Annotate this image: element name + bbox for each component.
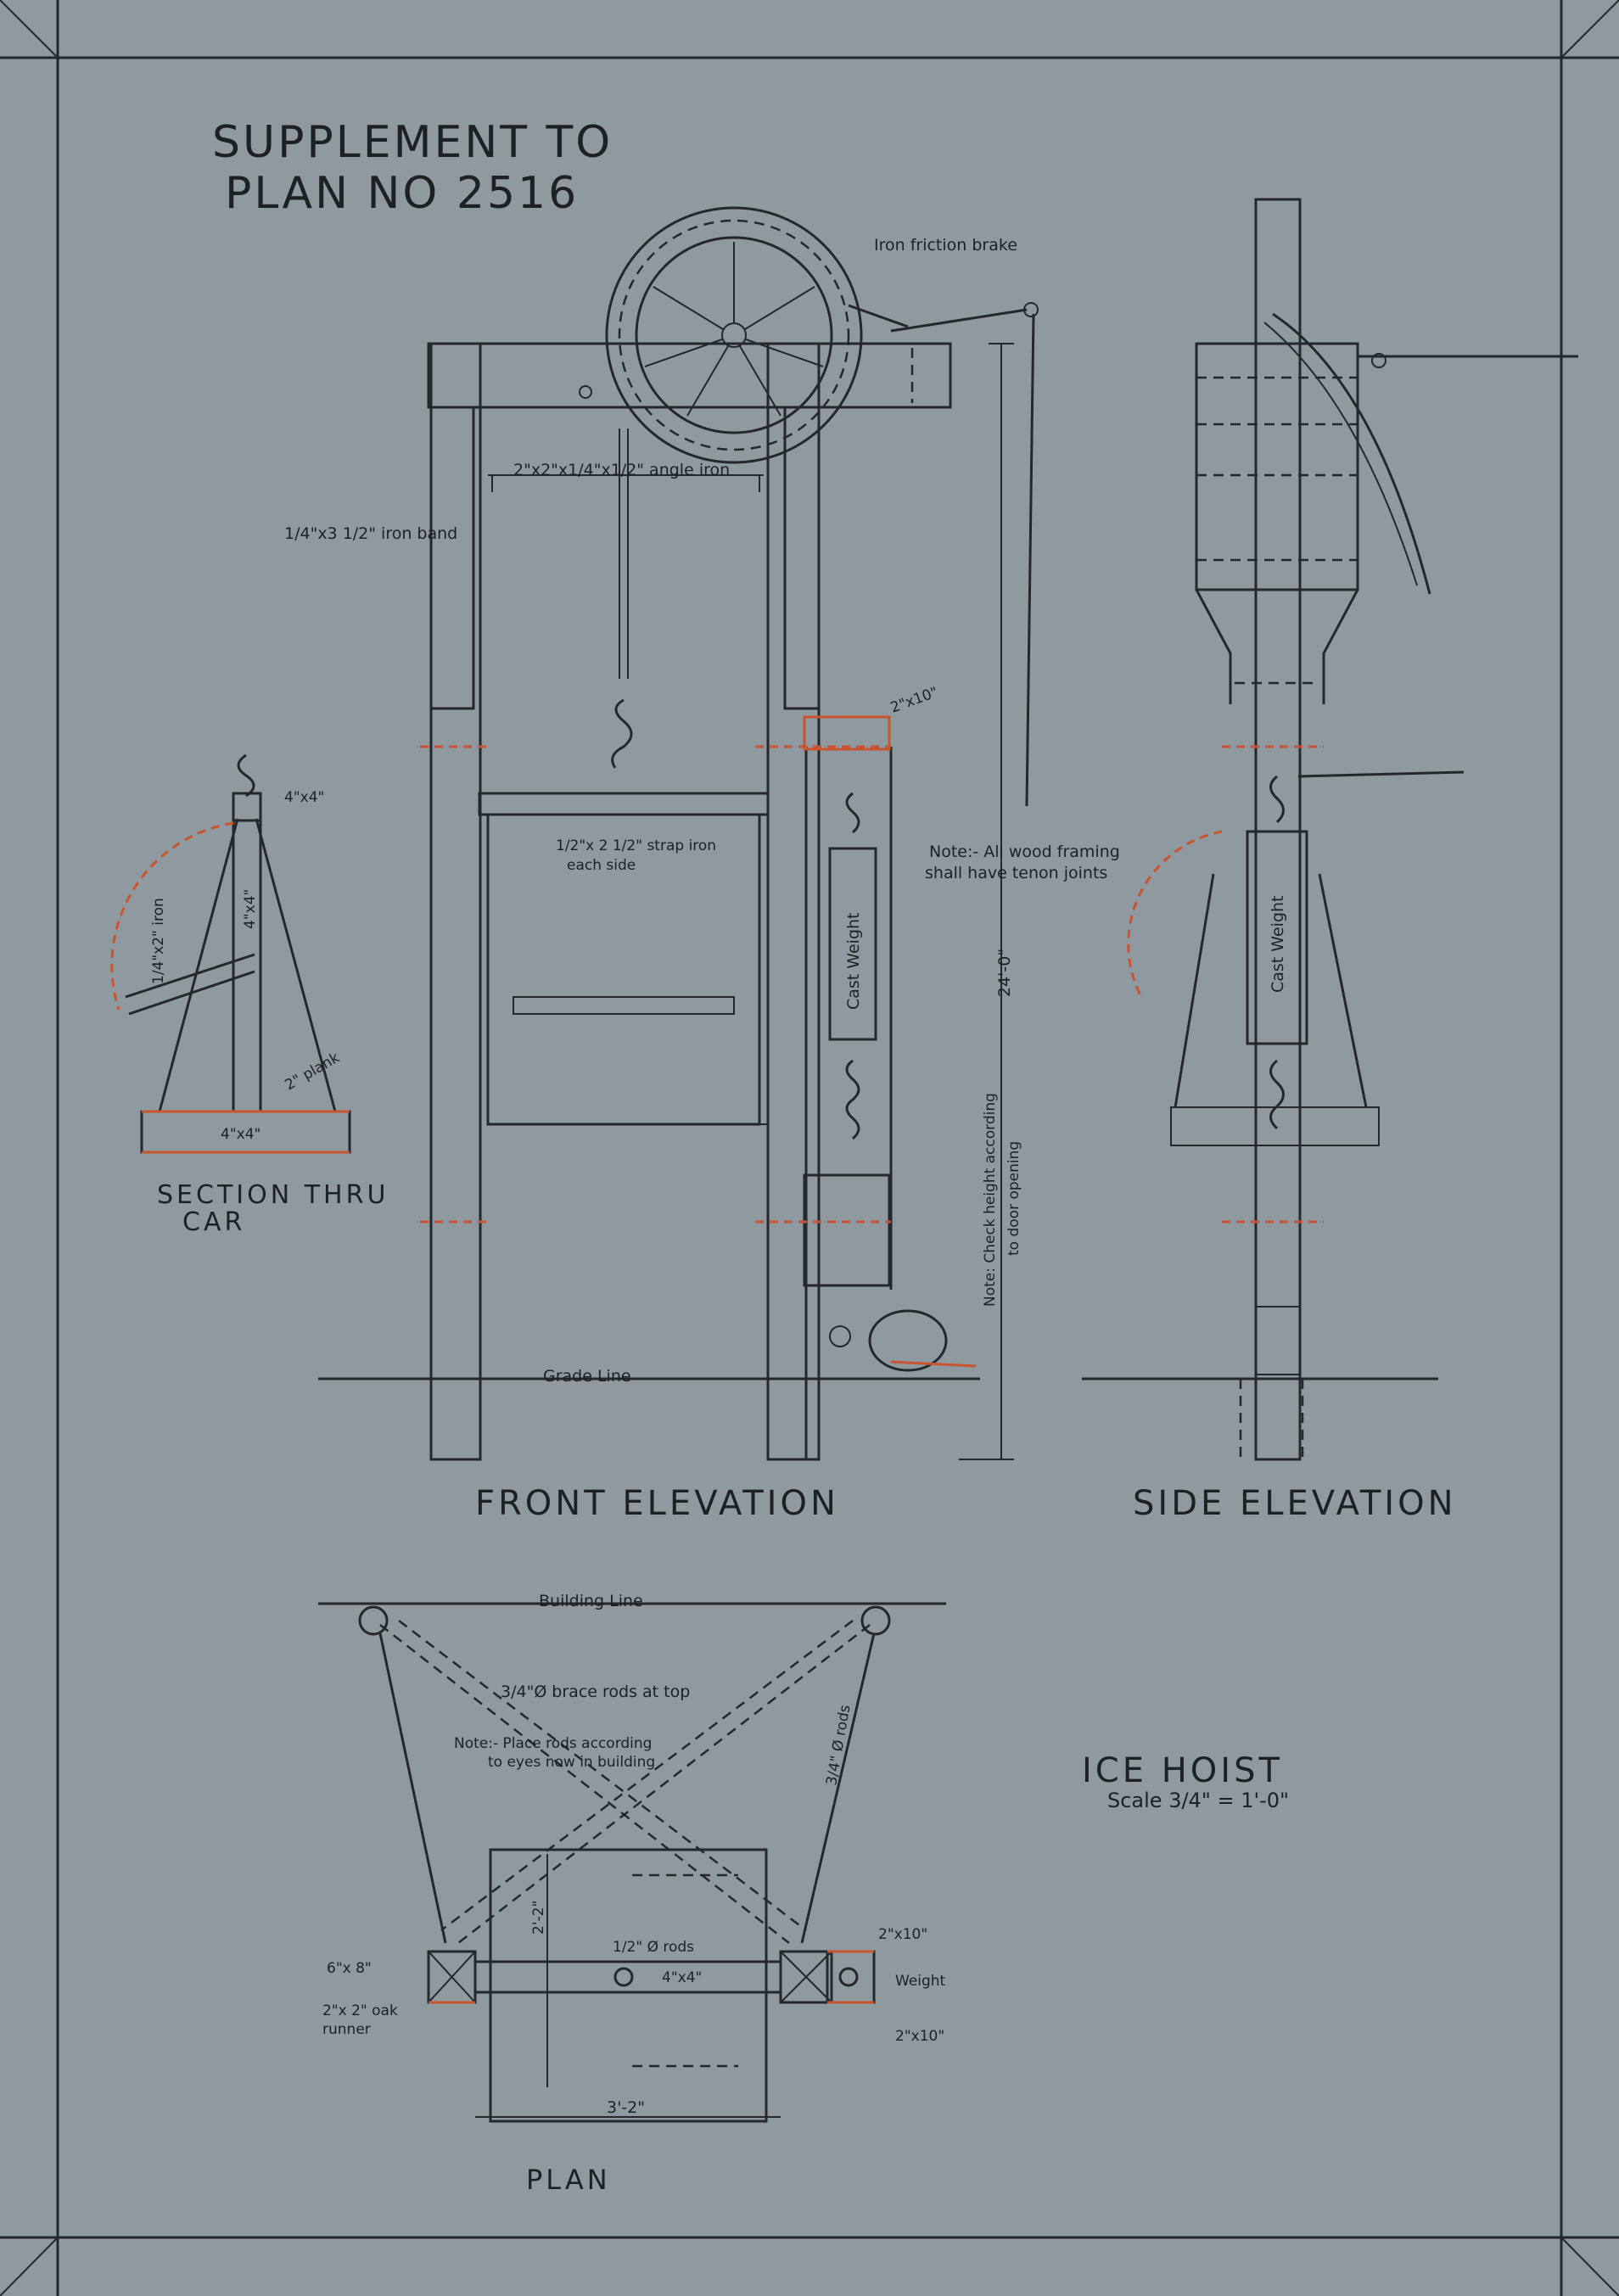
section-title-line-1: SECTION THRU <box>157 1180 389 1210</box>
plan-weight-label: Weight <box>895 1973 946 1990</box>
oak-runner-label-2: runner <box>322 2021 371 2038</box>
section-title-line-2: CAR <box>182 1207 245 1237</box>
check-height-note-line-2: to door opening <box>1006 1141 1022 1256</box>
title-line-1: SUPPLEMENT TO <box>212 117 613 168</box>
side-elevation-title: SIDE ELEVATION <box>1133 1484 1457 1523</box>
rods-12-label: 1/2" Ø rods <box>613 1939 694 1956</box>
height-dimension-label: 24'-0" <box>995 949 1014 997</box>
grade-line-label: Grade Line <box>543 1367 631 1386</box>
plan-title: PLAN <box>526 2164 611 2196</box>
front-elevation-drawing <box>318 206 1039 1461</box>
plan-6x8-label: 6"x 8" <box>327 1960 372 1977</box>
drawing-scale: Scale 3/4" = 1'-0" <box>1107 1789 1289 1812</box>
plan-2x10-bottom-label: 2"x10" <box>895 2028 944 2045</box>
strap-iron-label-2: each side <box>567 857 636 874</box>
plan-note-line-2: to eyes now in building <box>488 1754 655 1771</box>
section-thru-car-drawing <box>110 753 351 1154</box>
cast-weight-front-label: Cast Weight <box>844 913 863 1011</box>
brace-rods-label: 3/4"Ø brace rods at top <box>501 1683 690 1701</box>
section-4x4-bottom-label: 4"x4" <box>221 1126 260 1143</box>
building-line-label: Building Line <box>539 1592 643 1610</box>
strap-iron-label-1: 1/2"x 2 1/2" strap iron <box>556 837 716 854</box>
plan-note-line-1: Note:- Place rods according <box>454 1735 652 1752</box>
plan-2x10-top-label: 2"x10" <box>878 1926 927 1943</box>
plan-2-2-dimension: 2'-2" <box>530 1901 547 1935</box>
plan-4x4-label: 4"x4" <box>662 1969 702 1986</box>
plan-drawing <box>318 1602 946 2123</box>
front-elevation-title: FRONT ELEVATION <box>475 1484 839 1523</box>
side-elevation-drawing <box>1082 198 1578 1461</box>
drawing-name-block: ICE HOIST Scale 3/4" = 1'-0" <box>1082 1751 1289 1812</box>
note-framing-line-1: Note:- All wood framing <box>929 843 1120 861</box>
angle-iron-label: 2"x2"x1/4"x1/2" angle iron <box>513 461 730 479</box>
check-height-note-line-1: Note: Check height according <box>982 1093 999 1307</box>
title-line-2: PLAN NO 2516 <box>225 168 579 219</box>
front-elevation-labels: Iron friction brake 2"x2"x1/4"x1/2" angl… <box>284 236 1120 1523</box>
section-4x4-top-label: 4"x4" <box>284 789 324 806</box>
side-elevation-labels: Cast Weight SIDE ELEVATION <box>1133 896 1457 1524</box>
iron-band-label: 1/4"x3 1/2" iron band <box>284 524 457 543</box>
section-iron-label: 1/4"x2" iron <box>150 898 167 984</box>
oak-runner-label-1: 2"x 2" oak <box>322 2002 398 2019</box>
plan-3-2-dimension: 3'-2" <box>607 2098 645 2117</box>
title-block: SUPPLEMENT TO PLAN NO 2516 <box>212 117 613 219</box>
friction-brake-label: Iron friction brake <box>874 236 1017 255</box>
drawing-name: ICE HOIST <box>1082 1751 1283 1790</box>
section-4x4-vertical-label: 4"x4" <box>242 889 259 929</box>
cast-weight-side-label: Cast Weight <box>1269 896 1287 994</box>
note-framing-line-2: shall have tenon joints <box>925 864 1107 882</box>
